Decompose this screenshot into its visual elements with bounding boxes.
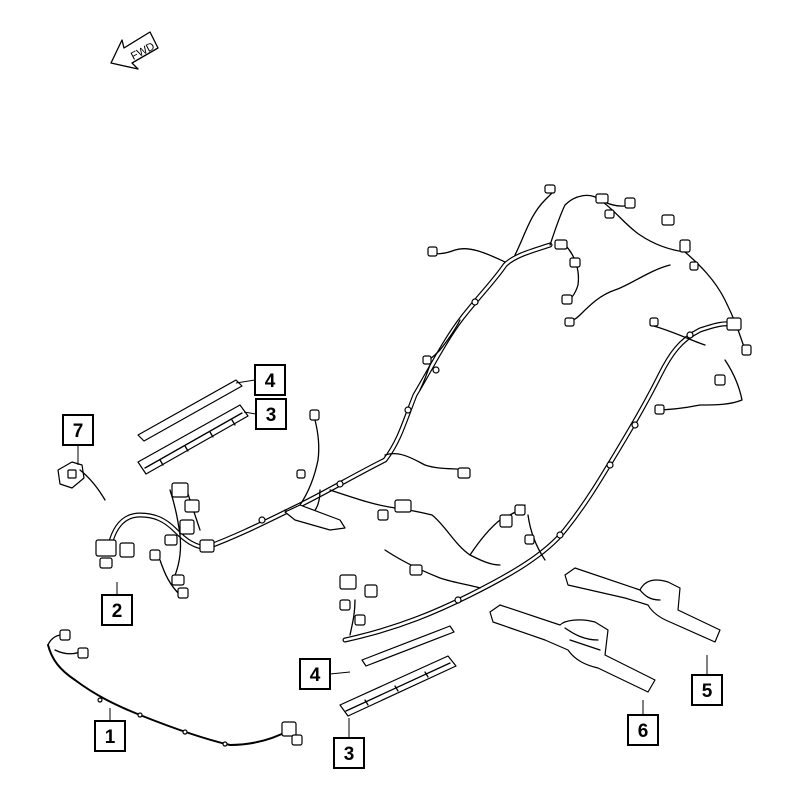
svg-text:3: 3: [266, 405, 277, 426]
main-body-harness: [202, 184, 752, 643]
part-6-floor-cover: [489, 604, 656, 693]
svg-text:4: 4: [310, 665, 321, 686]
callout-4-lower: 4: [299, 658, 331, 690]
svg-text:3: 3: [344, 744, 355, 765]
svg-text:6: 6: [638, 721, 649, 742]
svg-text:5: 5: [702, 681, 713, 702]
callout-1: 1: [94, 720, 126, 752]
part-3-upper-sill: [137, 404, 249, 475]
part-4-upper-strip: [137, 379, 243, 442]
part-1-harness: [47, 629, 303, 747]
callout-5: 5: [691, 674, 723, 706]
callout-6: 6: [627, 714, 659, 746]
svg-text:1: 1: [105, 727, 116, 748]
center-bracket: [284, 504, 346, 531]
callout-4-upper: 4: [254, 364, 286, 396]
part-5-floor-cover: [564, 567, 721, 643]
callout-3-upper: 3: [255, 398, 287, 430]
instrument-panel-harness: [95, 482, 215, 599]
callout-3-lower: 3: [333, 737, 365, 769]
part-3-lower-sill: [339, 655, 457, 717]
svg-text:7: 7: [73, 421, 84, 442]
callout-7: 7: [62, 414, 94, 446]
callout-2: 2: [101, 594, 133, 626]
svg-text:2: 2: [112, 601, 123, 622]
forward-arrow-icon: [110, 31, 159, 70]
forward-direction-indicator: FWD: [110, 31, 159, 70]
svg-text:4: 4: [265, 371, 276, 392]
part-7-module: [57, 461, 106, 501]
part-4-lower-strip: [361, 625, 455, 667]
leader-lines: [77, 379, 708, 738]
